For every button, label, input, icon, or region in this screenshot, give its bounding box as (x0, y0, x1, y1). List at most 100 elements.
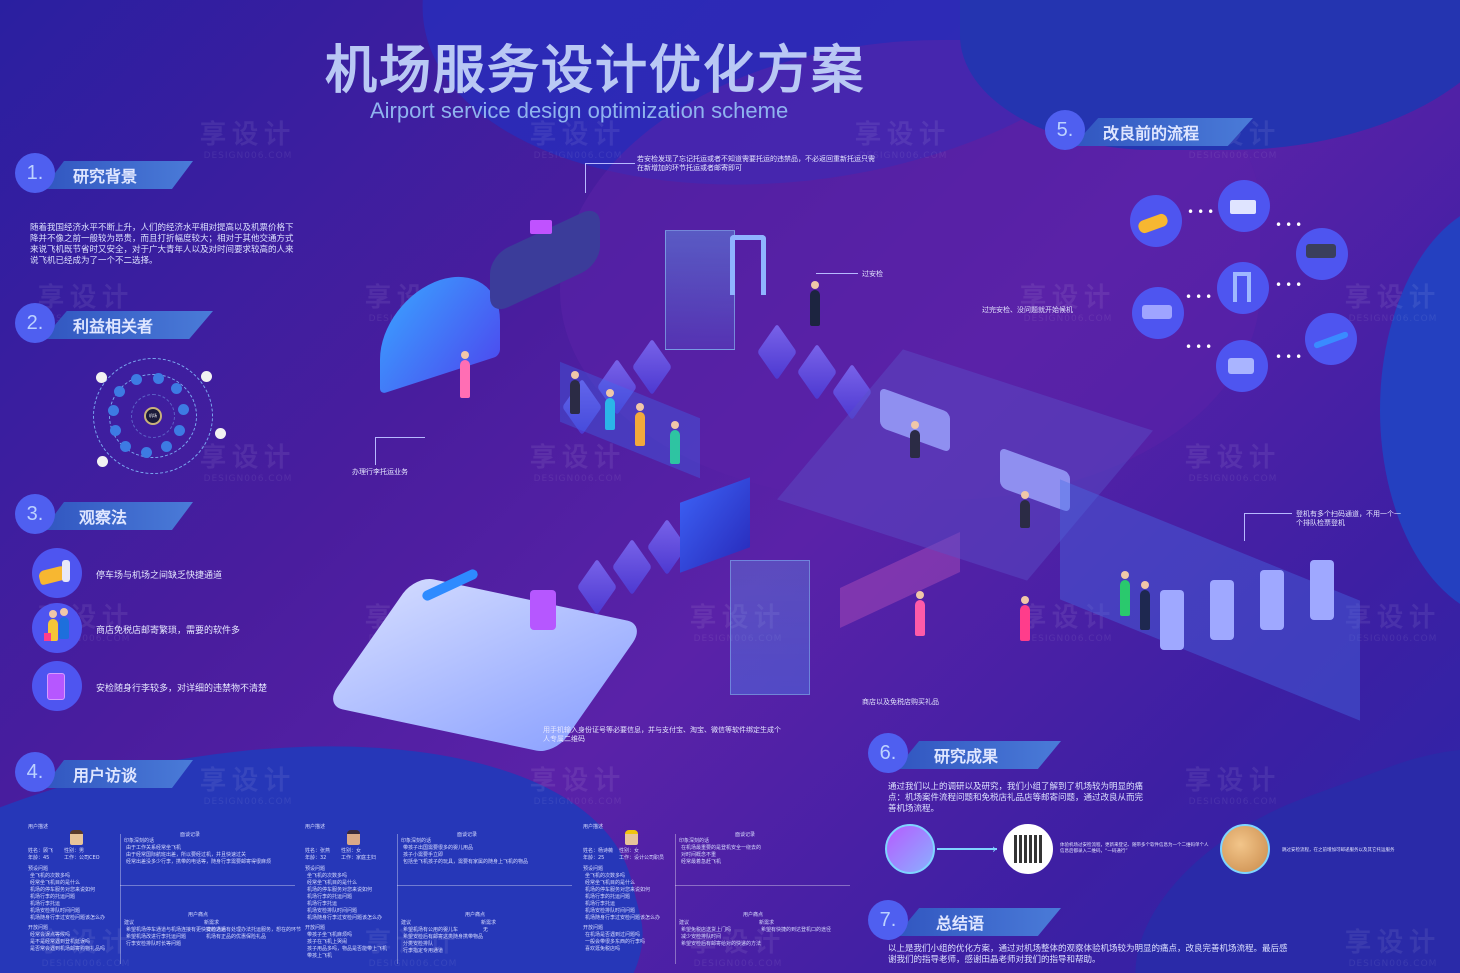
prep-line: 坐飞机的次数多吗 (30, 873, 71, 879)
open-line: 孩子用品多吗，物品是否能带上飞机 (307, 946, 388, 952)
note-line: 在机场最重要的是登机安全一绕去的 (681, 845, 762, 851)
person-icon (810, 281, 820, 326)
person-icon (1140, 581, 1150, 630)
prep-line: 机场的停车服务对您来说如何 (307, 887, 373, 893)
person-icon (1120, 571, 1130, 616)
security-gate-icon (1217, 262, 1269, 314)
notes-title: 面谈记录 (457, 832, 478, 838)
prep-line: 坐飞机的次数多吗 (585, 873, 626, 879)
suggest-line: 行李指定专用通道 (403, 948, 444, 954)
needs-line: 希望有快捷的到达登机口的途径 (761, 927, 832, 933)
person-icon (570, 371, 580, 414)
stakeholder-node-outer (215, 428, 226, 439)
prep-line: 机场随身行李过安检问题该怎么办 (585, 915, 661, 921)
user-job: 工作：设计公司职员 (619, 855, 665, 861)
notes-heading: 印象深刻的话 (401, 838, 432, 844)
suggest-line: 希望安检后有邮寄这类随身携带物品 (403, 934, 484, 940)
section-number: 7. (868, 900, 908, 940)
parcel-boxes-icon (1220, 824, 1270, 874)
prep-line: 机场行李的托运问题 (307, 894, 353, 900)
flow-connector-dots: ••• (1275, 278, 1306, 292)
summary-text: 以上是我们小组的优化方案，通过对机场整体的观察体验机场较为明显的痛点，改良完善机… (888, 944, 1288, 965)
interview-card: 用户描述 姓名：张燕 性别：女 年龄：32 工作：家庭主妇 面谈记录 印象深刻的… (305, 822, 575, 972)
person-icon (1020, 596, 1030, 641)
section-header-background: 1. 研究背景 (15, 153, 195, 193)
user-gender: 性别：男 (64, 848, 85, 854)
section-header-summary: 7. 总结语 (868, 900, 1068, 940)
section-label: 观察法 (79, 508, 128, 527)
section-band (896, 741, 1061, 769)
prep-line: 机场行李托运 (585, 901, 616, 907)
arrow-connector (937, 848, 997, 850)
waiting-hall-icon (1132, 287, 1184, 339)
stakeholder-node-outer (201, 371, 212, 382)
stakeholder-node (174, 425, 185, 436)
suggest-line: 分类安检排队 (403, 941, 434, 947)
prep-line: 机场随身行李过安检问题该怎么办 (30, 915, 106, 921)
section-band (43, 161, 193, 189)
user-gender: 性别：女 (619, 848, 640, 854)
taxi-icon (32, 548, 82, 598)
prep-line: 经常坐飞机目的是什么 (30, 880, 81, 886)
outer-ring (93, 358, 213, 474)
section-band (43, 760, 193, 788)
flow-connector-dots: ••• (1275, 218, 1306, 232)
needs-title: 新需求 (759, 920, 775, 926)
stakeholder-node (114, 386, 125, 397)
user-gender: 性别：女 (341, 848, 362, 854)
pain-title: 用户痛点 (188, 912, 209, 918)
boarding-pass-icon (885, 824, 935, 874)
stakeholder-node-outer (96, 372, 107, 383)
open-title: 开放问题 (28, 925, 49, 931)
user-name: 姓名：杨诗薇 (583, 848, 614, 854)
note-line: 经常最着急赶飞机 (681, 859, 722, 865)
user-age: 年龄：45 (28, 855, 50, 861)
section-band (896, 908, 1061, 936)
prep-line: 经常坐飞机目的是什么 (585, 880, 636, 886)
stakeholder-node (131, 374, 142, 385)
notes-title: 面谈记录 (735, 832, 756, 838)
person-icon (670, 421, 680, 464)
suggest-line: 减少安检排队时间 (681, 934, 722, 940)
open-title: 开放问题 (305, 925, 326, 931)
annotation-forgot-checkin: 若安检发现了忘记托运或者不知道需要托运的违禁品，不必返回重新托运只需在新增加的环… (637, 155, 875, 172)
prep-line: 机场行李的托运问题 (585, 894, 631, 900)
observation-text: 安检随身行李较多，对详细的违禁物不清楚 (96, 684, 268, 694)
section-number: 1. (15, 153, 55, 193)
qr-caption: 体验机场过安检流程，更新来登记、随带多个软件信息为一个二维码单个人信息后都录入二… (1060, 843, 1209, 854)
interview-card: 用户描述 姓名：顾飞 性别：男 年龄：45 工作：公司CEO 面谈记录 印象深刻… (28, 822, 301, 972)
prep-line: 机场的停车服务对您来说如何 (30, 887, 96, 893)
annotation-boarding: 登机有多个扫码通道，不用一个一个排队检票登机 (1296, 510, 1401, 527)
prep-line: 经常坐飞机目的是什么 (307, 880, 358, 886)
open-line: 是否常会遇到机场邮寄购物礼品吗 (30, 946, 106, 952)
airport-isometric-scene (324, 160, 1160, 760)
leader-line (816, 273, 858, 274)
annotation-security: 过安检 (862, 270, 883, 278)
stakeholder-node (120, 441, 131, 452)
open-line: 在机场是否遇到过问题吗 (585, 932, 641, 938)
baggage-belt-icon (1296, 228, 1348, 280)
suitcase-icon (32, 661, 82, 711)
notes-heading: 印象深刻的话 (124, 838, 155, 844)
check-in-counter-icon (1218, 180, 1270, 232)
box-caption: 跳过安检流程，在之前增加可邮递服务以及其它托运服务 (1282, 848, 1395, 853)
flow-connector-dots: ••• (1185, 340, 1216, 354)
open-line: 带孩上飞机 (307, 953, 333, 959)
user-desc-title: 用户描述 (305, 824, 326, 830)
person-icon (635, 403, 645, 446)
section-label: 改良前的流程 (1103, 124, 1200, 143)
section-header-observation: 3. 观察法 (15, 494, 195, 534)
note-line: 经常出差没多少行李，携带的电话等，随身行李需要邮寄得很麻烦 (126, 859, 272, 865)
avatar (70, 830, 83, 845)
annotation-wait: 过完安检、没问题就开始候机 (982, 306, 1073, 314)
note-line: 由于工作关系经常坐飞机 (126, 845, 182, 851)
qr-code-icon (1003, 824, 1053, 874)
